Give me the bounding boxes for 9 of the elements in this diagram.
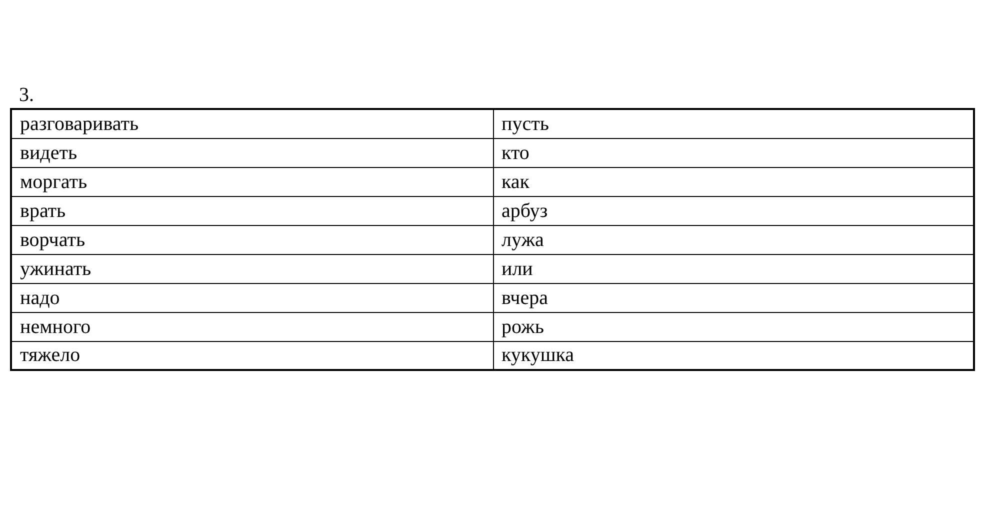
table-cell: немного [11, 312, 493, 341]
table-cell: надо [11, 283, 493, 312]
table-cell: ужинать [11, 254, 493, 283]
table-cell: видеть [11, 138, 493, 167]
task-number: 3. [19, 84, 34, 106]
table-cell: разговаривать [11, 109, 493, 138]
table-cell: врать [11, 196, 493, 225]
table-cell: моргать [11, 167, 493, 196]
table-cell: ворчать [11, 225, 493, 254]
